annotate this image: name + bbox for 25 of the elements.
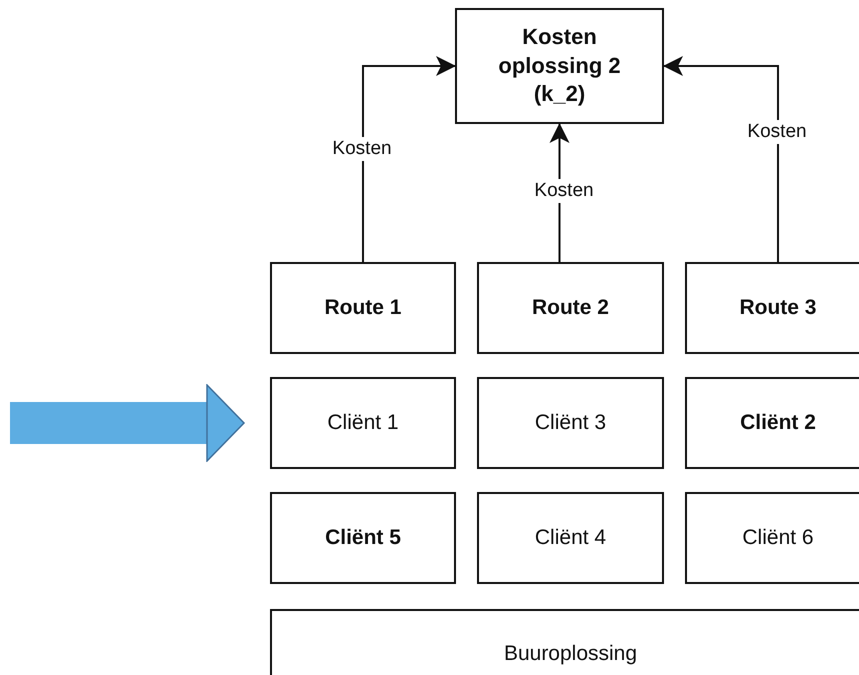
process-box [270,262,456,354]
node-text: Route 2 [530,295,610,322]
process-box [685,492,859,584]
arrow [663,56,779,262]
process-box [270,492,456,584]
node-text: Buuroplossing [502,641,638,668]
process-box [270,377,456,469]
process-box [270,609,859,675]
node-text: Kosten oplossing 2 (k_2) [497,23,622,108]
process-box [477,492,664,584]
node-text: Cliënt 3 [534,410,608,436]
process-box [477,377,664,469]
node-text: Cliënt 5 [324,525,402,552]
process-box [685,262,859,354]
node-text: Cliënt 1 [326,410,400,436]
node-text: Route 1 [323,295,402,322]
node-text: Cliënt 2 [739,410,817,436]
cost-box [455,8,664,124]
process-box [685,377,859,469]
node-text: Cliënt 6 [741,525,815,552]
node-text: Cliënt 4 [534,525,608,552]
block-arrow [10,384,245,462]
arrow [362,56,456,262]
process-box [477,262,664,354]
node-text: Route 3 [738,295,818,322]
